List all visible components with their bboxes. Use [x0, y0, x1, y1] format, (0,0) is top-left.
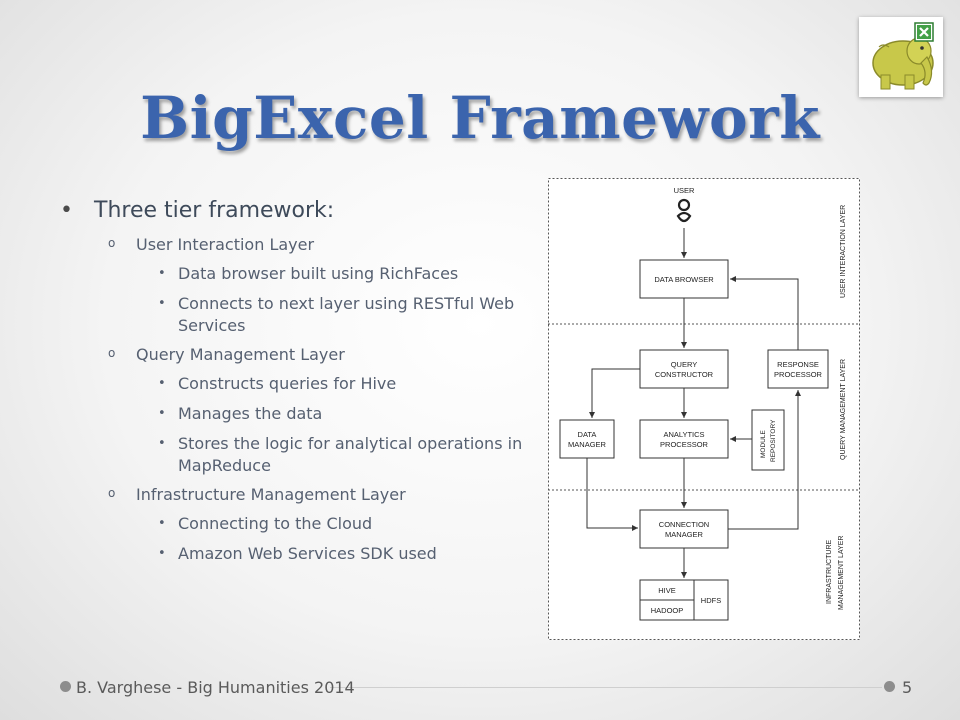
list-item: Stores the logic for analytical operatio… — [60, 433, 540, 477]
analytics-processor-label: ANALYTICS — [663, 430, 704, 439]
excel-icon — [914, 22, 934, 42]
connection-manager-label: CONNECTION — [659, 520, 709, 529]
module-repository-box — [751, 409, 785, 471]
list-item: Data browser built using RichFaces — [60, 263, 540, 285]
list-item: Amazon Web Services SDK used — [60, 543, 540, 565]
diagram-frame — [548, 178, 860, 640]
user-label: USER — [674, 186, 695, 195]
architecture-diagram: USER INTERACTION LAYER QUERY MANAGEMENT … — [548, 178, 860, 640]
module-repository-label: MODULE — [760, 430, 767, 458]
layer-label-user: USER INTERACTION LAYER — [840, 205, 847, 298]
slide-title: BigExcel Framework — [140, 84, 820, 152]
section-infrastructure-management: Infrastructure Management Layer — [60, 485, 540, 504]
elephant-icon — [872, 37, 934, 90]
bullet-list: Three tier framework: User Interaction L… — [60, 198, 540, 573]
footer-divider — [330, 687, 882, 688]
bullet-main: Three tier framework: — [60, 198, 540, 223]
data-browser-box — [639, 259, 729, 299]
analytics-processor-label: PROCESSOR — [660, 440, 709, 449]
framework-logo — [859, 17, 943, 97]
list-item: Connects to next layer using RESTful Web… — [60, 293, 540, 337]
layer-label-infra: INFRASTRUCTURE — [826, 540, 833, 604]
query-constructor-label: CONSTRUCTOR — [655, 370, 714, 379]
list-item: Constructs queries for Hive — [60, 373, 540, 395]
connection-manager-label: MANAGER — [665, 530, 704, 539]
list-item: Connecting to the Cloud — [60, 513, 540, 535]
response-processor-box — [767, 349, 829, 389]
query-constructor-box — [639, 349, 729, 389]
hadoop-label: HADOOP — [651, 606, 684, 615]
layer-label-infra: MANAGEMENT LAYER — [838, 536, 845, 610]
page-number: 5 — [902, 678, 913, 697]
module-repository-label: REPOSITORY — [770, 419, 777, 462]
footer-dot — [60, 681, 71, 692]
layer-label-query: QUERY MANAGEMENT LAYER — [840, 359, 847, 460]
data-manager-label: DATA — [578, 430, 597, 439]
footer-dot — [884, 681, 895, 692]
section-query-management: Query Management Layer — [60, 345, 540, 364]
list-item: Manages the data — [60, 403, 540, 425]
response-processor-label: RESPONSE — [777, 360, 819, 369]
hive-label: HIVE — [658, 586, 676, 595]
data-browser-label: DATA BROWSER — [654, 275, 714, 284]
data-manager-label: MANAGER — [568, 440, 607, 449]
hdfs-label: HDFS — [701, 596, 721, 605]
connection-manager-box — [639, 509, 729, 549]
query-constructor-label: QUERY — [671, 360, 698, 369]
footer-author: B. Varghese - Big Humanities 2014 — [76, 678, 355, 697]
analytics-processor-box — [639, 419, 729, 459]
response-processor-label: PROCESSOR — [774, 370, 823, 379]
user-icon — [676, 198, 692, 223]
data-manager-box — [559, 419, 615, 459]
section-user-interaction: User Interaction Layer — [60, 235, 540, 254]
